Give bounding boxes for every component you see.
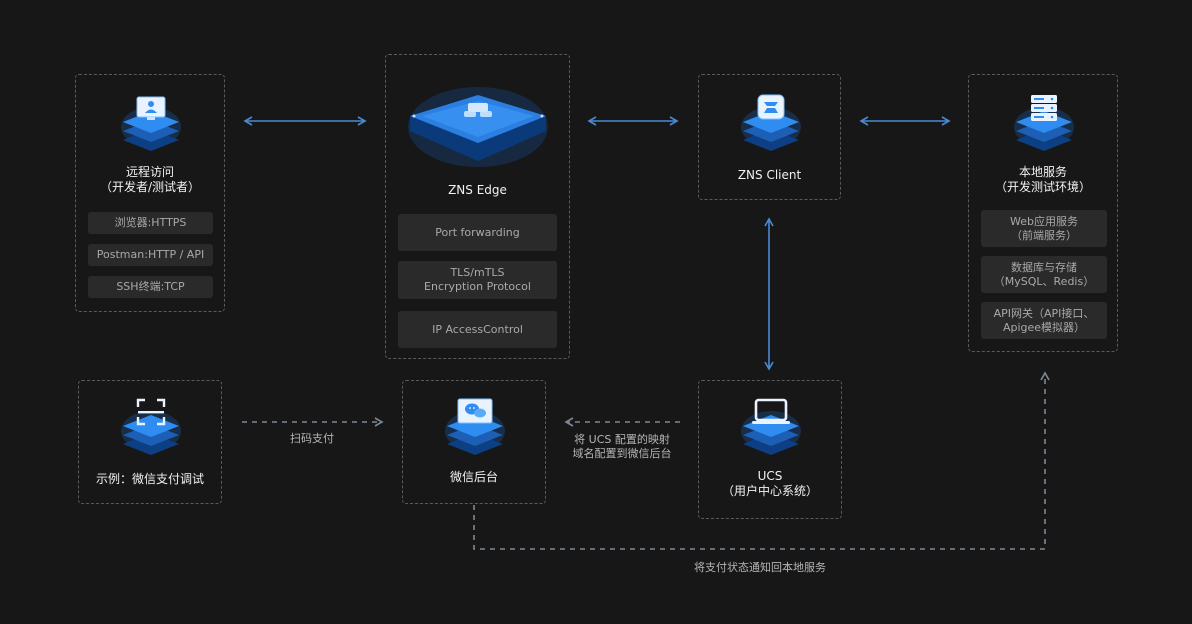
zns-edge-title: ZNS Edge [448,183,507,197]
zns-client-icon [741,94,801,151]
ucs-mapping-label: 将 UCS 配置的映射 域名配置到微信后台 [572,433,672,460]
ucs-title: UCS （用户中心系统） [721,469,818,498]
remote-access-title: 远程访问 （开发者/测试者） [99,165,201,194]
remote-item-postman: Postman:HTTP / API [88,244,213,266]
zns-platform-icon [408,87,548,167]
remote-item-ssh: SSH终端:TCP [88,276,213,298]
ucs-node: UCS （用户中心系统） [698,380,842,519]
remote-item-browser: 浏览器:HTTPS [88,212,213,234]
laptop-icon [741,398,801,455]
local-item-api-gateway: API网关（API接口、 Apigee模拟器） [981,302,1107,339]
scan-pay-label: 扫码支付 [290,432,334,445]
wechat-backend-title: 微信后台 [449,470,498,484]
local-item-web: Web应用服务 （前端服务） [981,210,1107,247]
wechat-debug-node: 示例：微信支付调试 [78,380,222,504]
local-services-node: 本地服务 （开发测试环境） Web应用服务 （前端服务） 数据库与存储 （MyS… [968,74,1118,352]
local-item-database: 数据库与存储 （MySQL、Redis） [981,256,1107,293]
arrow-notify-local [473,371,1050,550]
zns-edge-node: ZNS Edge Port forwarding TLS/mTLS Encryp… [385,54,570,359]
zns-client-title: ZNS Client [737,168,802,182]
edge-item-tls: TLS/mTLS Encryption Protocol [398,261,557,299]
wechat-backend-node: 微信后台 [402,380,546,504]
monitor-user-icon [121,96,181,151]
edge-item-ip-access: IP AccessControl [398,311,557,348]
server-icon [1014,95,1074,151]
edge-item-port-forwarding: Port forwarding [398,214,557,251]
zns-client-node: ZNS Client [698,74,841,200]
wechat-icon [445,398,505,455]
local-services-title: 本地服务 （开发测试环境） [994,165,1091,194]
notify-local-label: 将支付状态通知回本地服务 [694,561,826,574]
qr-scan-icon [121,398,181,455]
remote-access-node: 远程访问 （开发者/测试者） 浏览器:HTTPS Postman:HTTP / … [75,74,225,312]
wechat-debug-title: 示例：微信支付调试 [95,472,204,486]
